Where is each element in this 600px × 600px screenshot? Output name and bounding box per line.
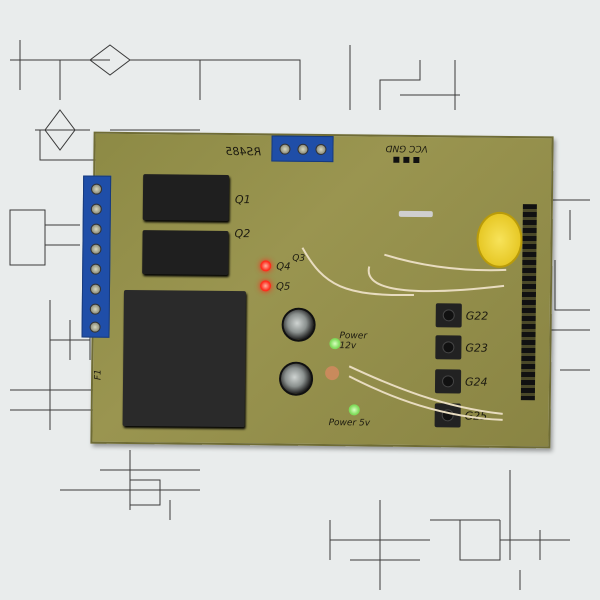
jumper-wires (301, 247, 507, 421)
pcb-board: RS485 Q1 Q2 Q3 Q4 Q5 F1 Power 12v Power … (81, 131, 554, 449)
